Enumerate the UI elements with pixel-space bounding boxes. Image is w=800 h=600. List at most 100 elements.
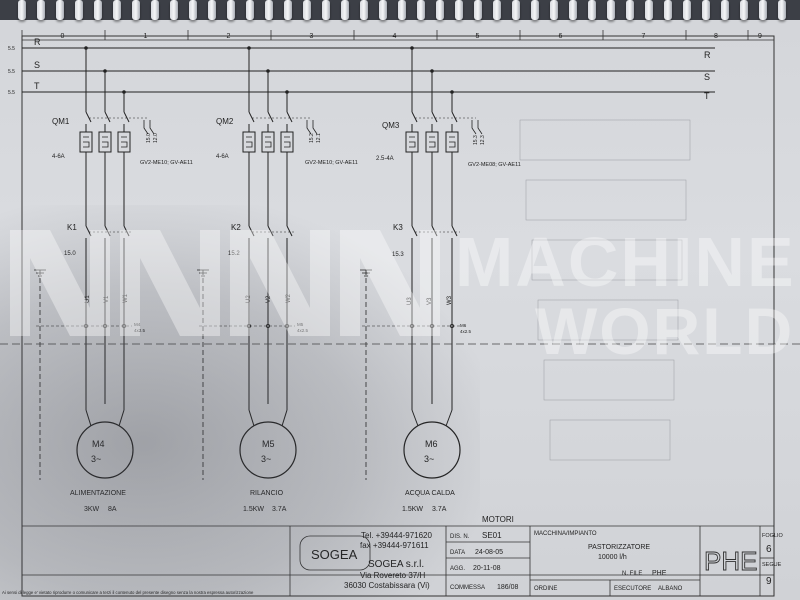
- thermal-element: [102, 136, 109, 148]
- breaker-contact: [123, 111, 130, 123]
- contactor-contact: [411, 225, 418, 237]
- ground-symbol: [34, 269, 46, 277]
- file-value: PHE: [652, 570, 667, 577]
- binding-ring: [265, 0, 273, 20]
- binding-ring: [455, 0, 463, 20]
- motor-m6-current: 3.7A: [432, 506, 447, 513]
- motor-circuit-m6: QM3 2.5-4A GV2-ME08; GV-AE11 15.3 12.3 K…: [376, 121, 521, 513]
- contactor-contact: [248, 225, 255, 237]
- motor-lead: [85, 409, 92, 427]
- breaker-contact: [286, 111, 293, 123]
- binding-ring: [113, 0, 121, 20]
- breaker-contact: [267, 111, 274, 123]
- binding-ring: [208, 0, 216, 20]
- binding-ring: [227, 0, 235, 20]
- title-block: [22, 525, 774, 596]
- column-number: 1: [144, 33, 148, 40]
- binding-ring: [626, 0, 634, 20]
- line-ref-s: 5.5: [8, 69, 15, 75]
- binding-ring: [531, 0, 539, 20]
- breaker-qm1-model: GV2-ME10; GV-AE11: [140, 160, 193, 166]
- wire-u3: U3: [407, 297, 413, 305]
- machine-label: MACCHINA/IMPIANTO: [534, 531, 597, 537]
- drawing-frame: [21, 35, 775, 597]
- motor-m5-phase: 3~: [261, 454, 271, 464]
- dis-label: DIS. N.: [450, 534, 470, 540]
- binding-ring: [417, 0, 425, 20]
- breaker-contact: [451, 111, 458, 123]
- binding-ring: [37, 0, 45, 20]
- aux-contact: [143, 120, 155, 135]
- company-city: 36030 Costabissara (Vi): [344, 581, 430, 590]
- motor-m4-name: ALIMENTAZIONE: [70, 490, 126, 497]
- machine-capacity: 10000 l/h: [598, 554, 627, 561]
- binding-ring: [588, 0, 596, 20]
- bleed-through-trace: [519, 119, 691, 161]
- column-number: 9: [758, 33, 762, 40]
- ordine-label: ORDINE: [534, 586, 557, 592]
- breaker-contact: [85, 111, 92, 123]
- motor-lead: [445, 409, 453, 427]
- cable-m4-section: 4x2.5: [134, 328, 146, 333]
- data-label: DATA: [450, 550, 465, 556]
- motor-lead: [248, 409, 255, 427]
- binding-ring: [474, 0, 482, 20]
- binding-ring: [341, 0, 349, 20]
- motor-lead: [281, 409, 288, 427]
- section-title: MOTORI: [482, 515, 514, 524]
- contactor-contact: [123, 225, 130, 237]
- motor-m4-power: 3KW: [84, 506, 100, 513]
- binding-ring: [303, 0, 311, 20]
- schematic-sheet: [0, 20, 800, 600]
- breaker-qm3-model: GV2-ME08; GV-AE11: [468, 162, 521, 168]
- motor-m6-id: M6: [425, 439, 438, 449]
- motor-symbol: [239, 421, 297, 479]
- motor-symbol: [403, 421, 461, 479]
- contactor-k2-label: K2: [231, 223, 241, 232]
- motor-symbol: [76, 421, 134, 479]
- dis-value: SE01: [482, 531, 502, 540]
- motor-lead: [411, 409, 419, 427]
- foglio-label: FOGLIO: [762, 533, 784, 539]
- motor-m4-phase: 3~: [91, 454, 101, 464]
- binding-ring: [683, 0, 691, 20]
- wire-v2: V2: [266, 295, 272, 303]
- thermal-element: [409, 136, 416, 148]
- column-number: 8: [714, 33, 718, 40]
- line-ref-t: 5.5: [8, 90, 15, 96]
- binding-ring: [18, 0, 26, 20]
- breaker-qm1-aux-b: 12.0: [153, 133, 159, 143]
- wire-u1: U1: [85, 295, 91, 303]
- bleed-through-trace: [549, 419, 671, 461]
- contactor-k2-ref: 15.2: [228, 251, 240, 257]
- foglio-value: 6: [766, 544, 772, 555]
- commessa-label: COMMESSA: [450, 585, 485, 591]
- motor-circuit-m5: QM2 4-6A GV2-ME10; GV-AE11 15.2 12.1 K2 …: [216, 117, 358, 513]
- binding-ring: [759, 0, 767, 20]
- company-tel: Tel. +39444-971620: [361, 531, 433, 540]
- binding-ring: [778, 0, 786, 20]
- binding-ring: [189, 0, 197, 20]
- line-label-r-end: R: [704, 50, 711, 60]
- line-label-r: R: [34, 37, 41, 47]
- motor-m6-name: ACQUA CALDA: [405, 490, 455, 497]
- column-number: 7: [642, 33, 646, 40]
- watermark-logo: [10, 230, 440, 336]
- esecutore-value: ALBANO: [658, 586, 683, 592]
- motor-lead: [118, 409, 125, 427]
- contactor-contact: [104, 225, 111, 237]
- binding-ring: [721, 0, 729, 20]
- breaker-qm2-aux-a: 15.2: [309, 133, 315, 143]
- machine-name: PASTORIZZATORE: [588, 544, 650, 551]
- contactor-k1-label: K1: [67, 223, 77, 232]
- thermal-element: [429, 136, 436, 148]
- wire-v1: V1: [104, 295, 110, 303]
- legal-notice: Ai sensi di legge e' vietato riprodurre …: [2, 590, 254, 595]
- bleed-through-trace: [543, 359, 675, 401]
- aux-contact: [471, 120, 483, 135]
- binding-ring: [550, 0, 558, 20]
- phe-mark: PHE: [704, 546, 757, 576]
